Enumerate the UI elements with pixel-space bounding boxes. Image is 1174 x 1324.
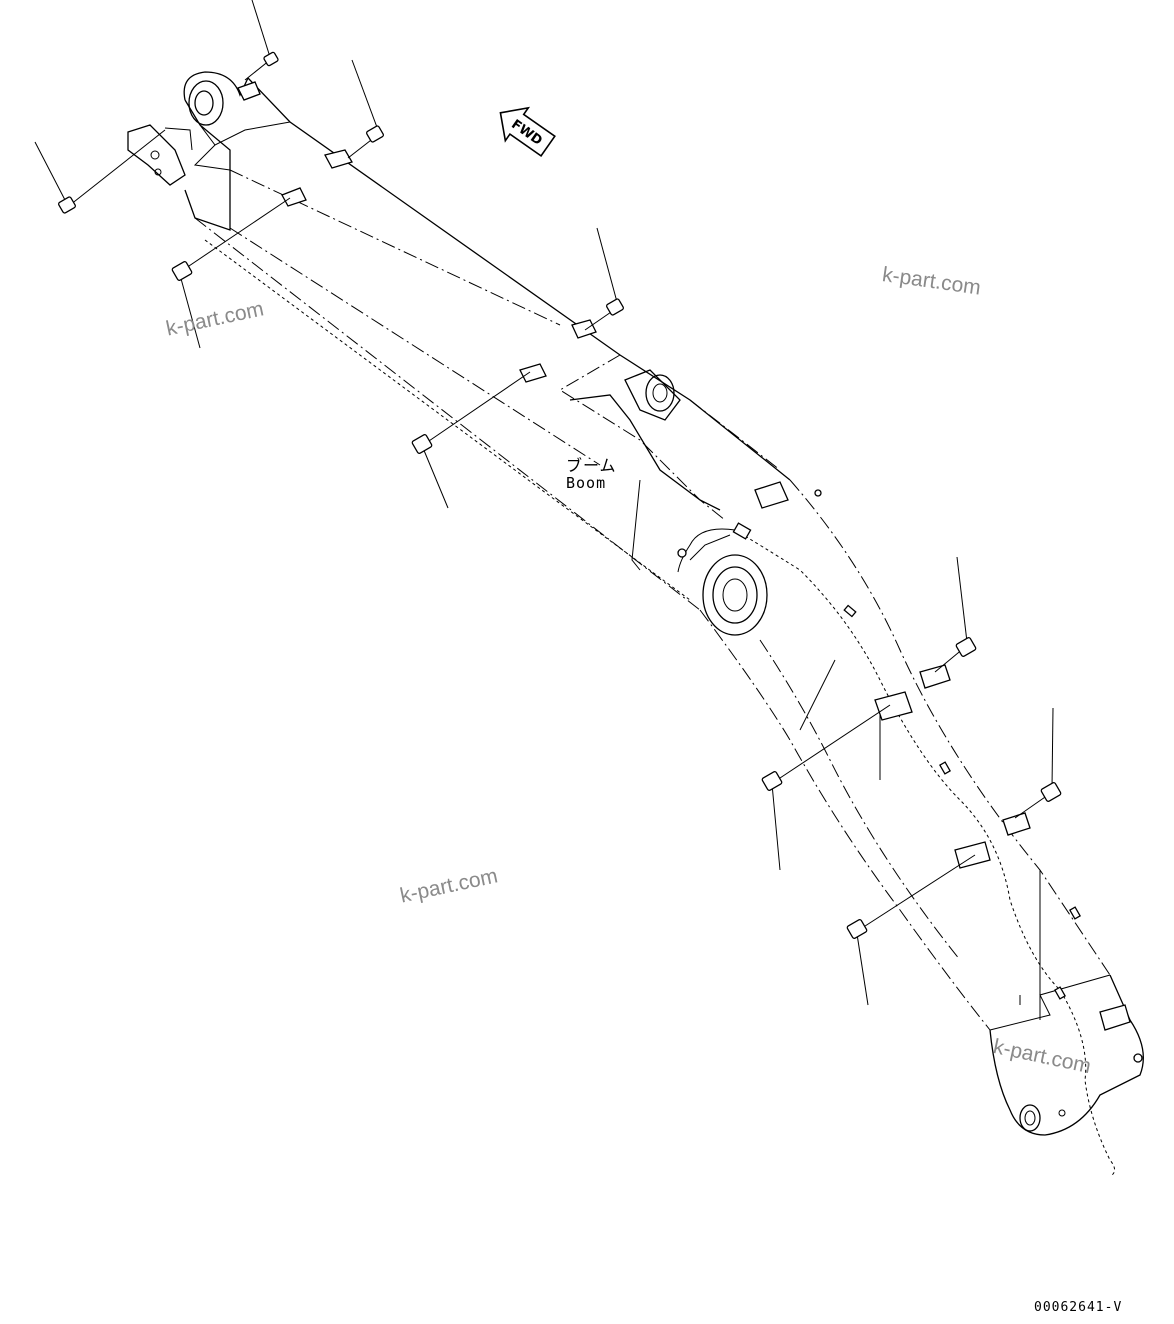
wiring-harness bbox=[677, 522, 1116, 1176]
grease-caps bbox=[34, 0, 1062, 1006]
drawing-code: 00062641-V bbox=[1034, 1300, 1123, 1315]
fwd-arrow-icon: FWD bbox=[499, 106, 556, 158]
foot-pin-boss bbox=[188, 80, 224, 126]
boom-outline bbox=[183, 71, 1144, 1136]
arm-cylinder-bracket bbox=[559, 354, 781, 571]
harness-clamps bbox=[237, 81, 1143, 1063]
grease-cap bbox=[846, 919, 868, 939]
grease-cap bbox=[171, 261, 193, 281]
boom-label-en: Boom bbox=[566, 474, 607, 492]
cylinder-pin-boss bbox=[689, 534, 768, 636]
grease-cap bbox=[761, 771, 783, 791]
grease-cap bbox=[366, 125, 384, 143]
tip-pin-boss bbox=[1019, 1104, 1066, 1132]
boom-label-jp: ブーム bbox=[566, 456, 617, 475]
side-braces bbox=[799, 659, 1041, 1020]
grease-cap bbox=[411, 434, 433, 454]
grease-cap bbox=[606, 298, 624, 316]
grease-cap bbox=[263, 51, 279, 67]
grease-cap bbox=[955, 637, 977, 657]
grease-cap bbox=[58, 196, 76, 214]
grease-cap bbox=[1040, 782, 1062, 802]
foot-bracket bbox=[127, 124, 193, 186]
